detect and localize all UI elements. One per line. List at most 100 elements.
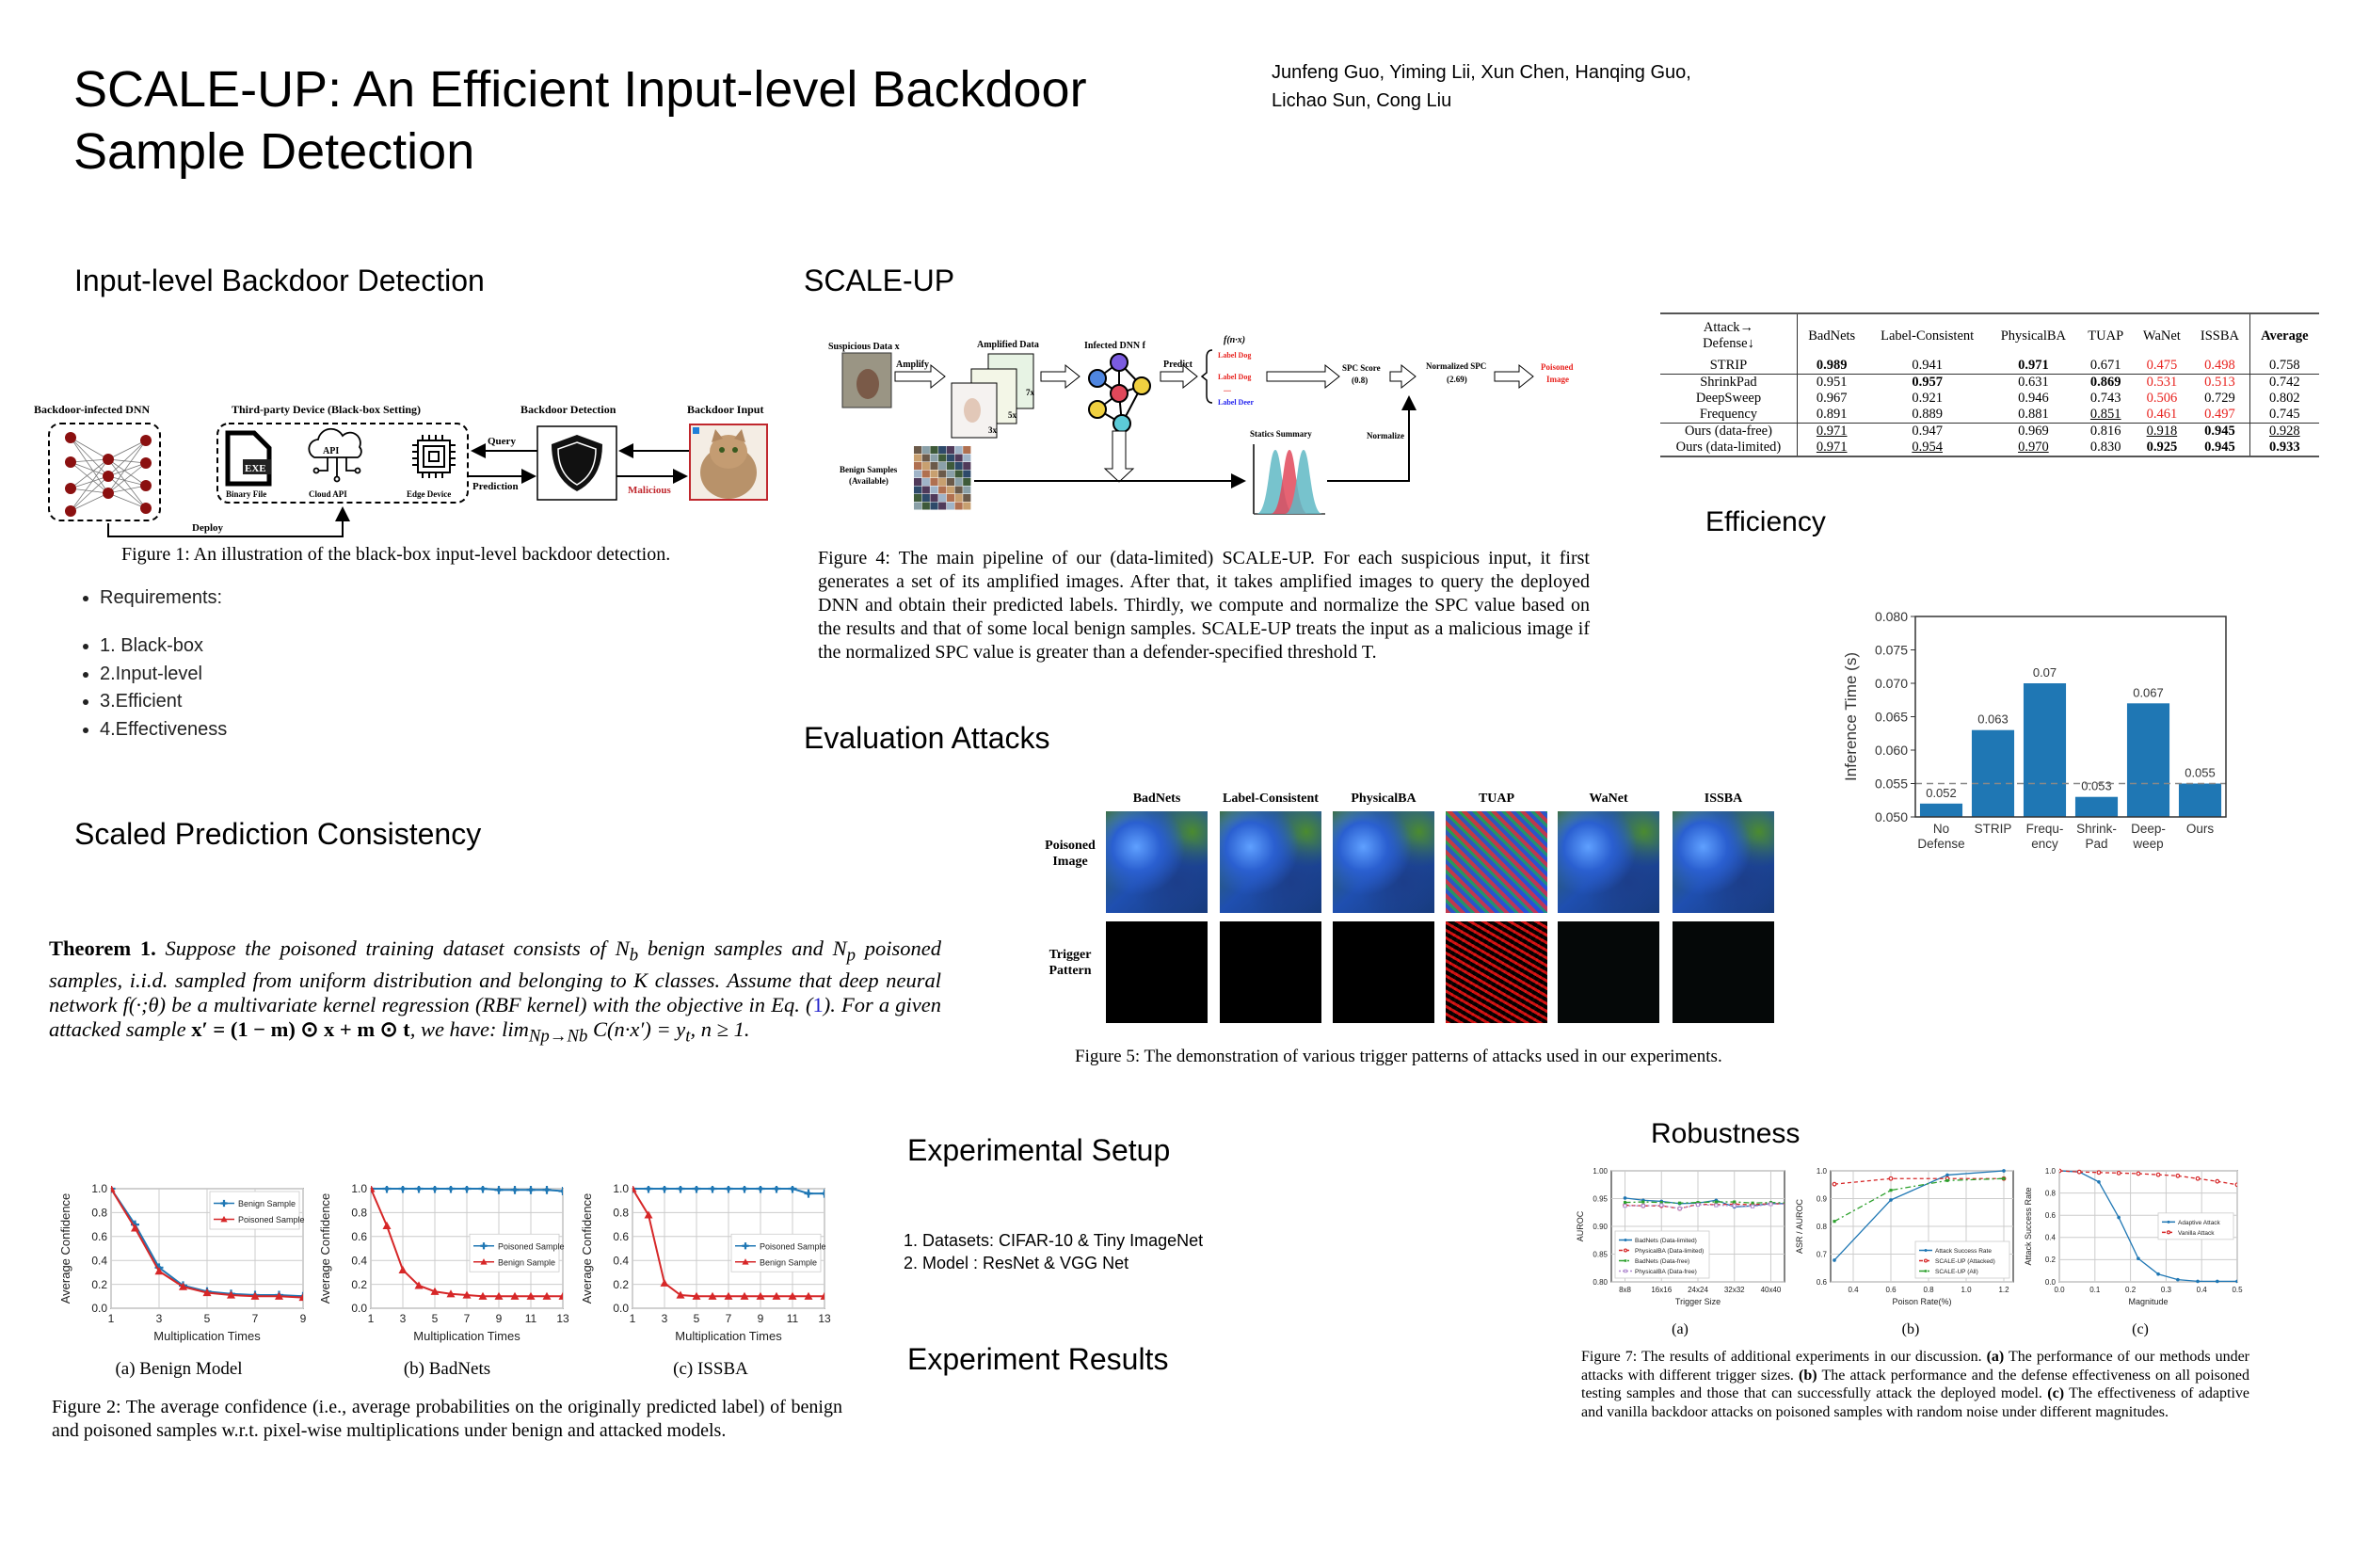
x-tick-label: 32x32 <box>1724 1286 1745 1294</box>
x-tick-label: 1 <box>108 1312 115 1325</box>
cloud-api-label: Cloud API <box>309 489 347 499</box>
equation-ref-link[interactable]: 1 <box>812 992 824 1016</box>
plot-frame <box>1914 616 2227 818</box>
y-tick-label: 0.050 <box>1875 809 1908 824</box>
x-tick-label: 3 <box>400 1312 407 1325</box>
api-text: API <box>323 446 339 456</box>
data-point <box>1714 1203 1719 1208</box>
column-header: BadNets <box>1132 792 1181 806</box>
y-tick-label: 0.80 <box>1593 1278 1608 1287</box>
legend-box <box>469 1233 560 1272</box>
x-tick-label: 0.1 <box>2089 1286 2101 1294</box>
table-cell: 0.816 <box>2078 423 2134 440</box>
series-physicalba-data-free- <box>1623 1202 1790 1211</box>
x-tick-label: Shrink- <box>2076 822 2117 836</box>
row-name: Ours (data-limited) <box>1660 440 1798 456</box>
legend-label: Vanilla Attack <box>2178 1230 2215 1237</box>
data-point <box>2167 1220 2170 1224</box>
x-tick-label: 13 <box>818 1312 831 1325</box>
x-tick-label: 1.0 <box>1961 1286 1972 1294</box>
table-cell: 0.941 <box>1912 358 1943 373</box>
data-point <box>1889 1198 1893 1202</box>
y-tick-label: 1.0 <box>91 1182 107 1195</box>
legend-box <box>1914 1240 2010 1279</box>
data-point <box>820 1189 824 1198</box>
data-point <box>1787 1203 1790 1206</box>
series-line <box>1833 1177 2004 1185</box>
data-point <box>2155 1172 2161 1177</box>
poisoned-image-badnets <box>1106 811 1208 913</box>
x-tick-label: 7 <box>464 1312 471 1325</box>
arrow <box>1266 363 1340 390</box>
y-tick-label: 0.85 <box>1593 1250 1608 1258</box>
requirements-label: Requirements: <box>100 587 227 609</box>
data-point <box>2156 1272 2160 1276</box>
data-point <box>111 1186 116 1192</box>
data-point <box>632 1186 637 1193</box>
data-point <box>1659 1203 1664 1208</box>
figure-7b-subcaption: (b) <box>1901 1321 1920 1337</box>
data-point <box>1678 1201 1682 1205</box>
detection-label: Backdoor Detection <box>520 403 616 416</box>
caption-text: Figure 7: The results of additional expe… <box>1581 1349 1987 1365</box>
data-point <box>1732 1204 1737 1208</box>
y-tick-label: 0.8 <box>2045 1189 2057 1197</box>
data-point <box>1787 1203 1790 1207</box>
table-cell: 0.945 <box>2190 423 2250 440</box>
data-point <box>1641 1200 1645 1204</box>
data-point <box>371 1186 376 1192</box>
data-point <box>2196 1279 2200 1284</box>
y-tick-label: 0.95 <box>1593 1194 1608 1203</box>
normalized-spc-value: (2.69) <box>1447 375 1467 384</box>
table-cell: 0.881 <box>2018 407 2049 422</box>
data-point <box>1714 1200 1718 1204</box>
poisoned-image-label-consistent <box>1220 811 1321 913</box>
data-point <box>1832 1181 1837 1187</box>
y-tick-label: 0.4 <box>351 1254 367 1267</box>
table-cell: 0.745 <box>2269 407 2300 422</box>
data-point <box>804 1291 813 1300</box>
theorem-1: Theorem 1. Suppose the poisoned training… <box>49 936 941 1048</box>
data-point <box>250 1291 260 1300</box>
theorem-text: , we have: lim <box>409 1016 529 1041</box>
data-point <box>2166 1230 2171 1235</box>
figure-1-caption: Figure 1: An illustration of the black-b… <box>121 544 671 565</box>
suspicious-label: Suspicious Data x <box>828 342 900 352</box>
data-point <box>398 1265 408 1273</box>
caption-text: The attack performance and the defense e… <box>1581 1367 2250 1402</box>
data-point <box>510 1291 520 1300</box>
y-tick-label: 1.0 <box>1817 1167 1828 1176</box>
table-cell: 0.971 <box>2018 358 2049 373</box>
corner-attack: Attack→ <box>1703 320 1754 335</box>
data-point <box>820 1291 824 1300</box>
legend-label: Poisoned Sample <box>760 1241 826 1251</box>
normalize-label: Normalize <box>1367 431 1404 440</box>
requirements: Requirements: 1. Black-box 2.Input-level… <box>75 587 227 744</box>
data-point <box>494 1291 504 1300</box>
caption-text: The performance of our methods under att… <box>1581 1349 2250 1384</box>
malicious-label: Malicious <box>628 485 672 496</box>
dnn-label: Infected DNN f <box>1084 341 1146 351</box>
bar <box>2023 683 2067 817</box>
data-label: 0.053 <box>2081 779 2112 793</box>
y-axis-label: Inference Time (s) <box>1842 652 1860 781</box>
table-cell: 0.889 <box>1912 407 1943 422</box>
x-tick-label: 8x8 <box>1619 1286 1631 1294</box>
figure-7a-subcaption: (a) <box>1672 1321 1689 1337</box>
data-point <box>542 1291 552 1300</box>
series-benign-sample <box>371 1186 563 1300</box>
third-party-label: Third-party Device (Black-box Setting) <box>232 403 421 416</box>
table-cell: 0.925 <box>2146 440 2178 455</box>
table-cell: 0.928 <box>2249 423 2319 440</box>
data-point <box>724 1291 733 1300</box>
table-cell: 0.971 <box>1816 440 1848 455</box>
infected-dnn-graph-icon <box>1088 353 1151 433</box>
y-tick-label: 0.6 <box>2045 1211 2057 1220</box>
y-tick-label: 0.075 <box>1875 643 1908 658</box>
